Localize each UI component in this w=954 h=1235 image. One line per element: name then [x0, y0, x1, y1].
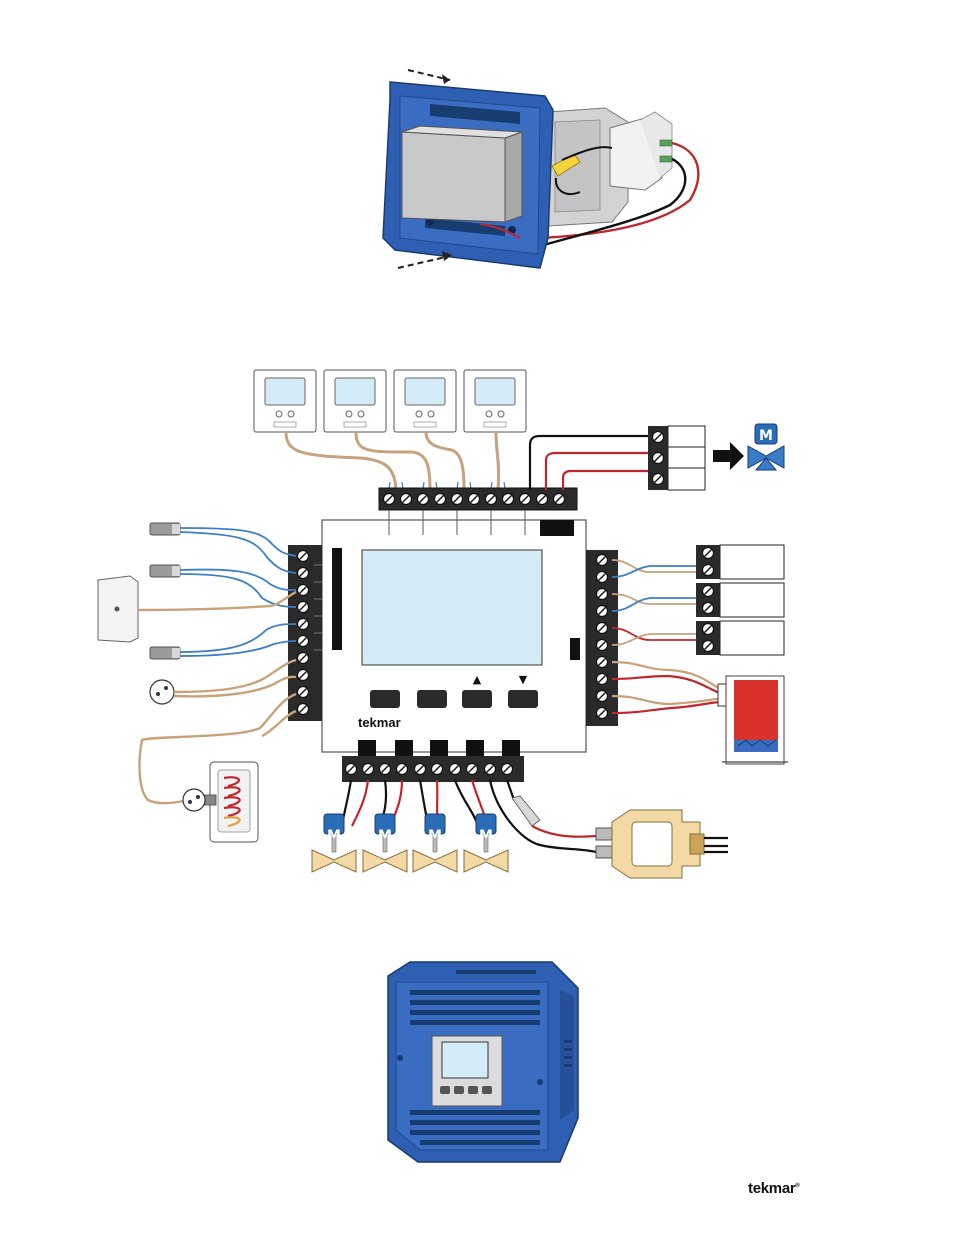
- thermostat-icon: [464, 370, 526, 432]
- controller-display: [362, 550, 542, 665]
- indirect-tank-icon: [183, 762, 258, 842]
- controller-button-up[interactable]: [462, 690, 492, 708]
- actuator-label: M: [759, 428, 773, 444]
- sensor-probe-icon: [150, 647, 180, 659]
- terminal-block-icon: [696, 545, 784, 655]
- transformer-icon: [596, 810, 728, 878]
- boiler-icon: [718, 676, 788, 764]
- wiring-diagram: M ▲ ▼ tekmar: [98, 370, 788, 878]
- mixing-valve-icon: M: [748, 424, 784, 470]
- tank-sensor-icon: [150, 680, 174, 704]
- zone-valve-icon: M: [413, 814, 457, 872]
- actuator-label: M: [428, 828, 442, 844]
- controller-button-2[interactable]: [417, 690, 447, 708]
- actuator-label: M: [378, 828, 392, 844]
- actuator-label: M: [479, 828, 493, 844]
- sensor-probe-icon: [150, 523, 180, 535]
- controller-button-1[interactable]: [370, 690, 400, 708]
- thermostat-icon: [254, 370, 316, 432]
- actuator-label: M: [327, 828, 341, 844]
- down-arrow-label: ▼: [519, 673, 528, 686]
- transformer-probe: [512, 796, 596, 837]
- outdoor-sensor-icon: [98, 576, 138, 642]
- assembled-unit-illustration: [388, 962, 578, 1162]
- up-arrow-label: ▲: [473, 673, 482, 686]
- zone-valve-icon: M: [312, 814, 356, 872]
- arrow-right-icon: [713, 442, 744, 470]
- footer-logo: tekmar®: [748, 1180, 800, 1197]
- controller-button-down[interactable]: [508, 690, 538, 708]
- zone-valve-icon: M: [363, 814, 407, 872]
- thermostat-icon: [394, 370, 456, 432]
- sensor-probe-icon: [150, 565, 180, 577]
- footer-logo-text: tekmar: [748, 1180, 795, 1197]
- mounting-illustration: [383, 70, 698, 268]
- controller-logo: tekmar: [358, 715, 401, 730]
- zone-valve-icon: M: [464, 814, 508, 872]
- thermostat-icon: [324, 370, 386, 432]
